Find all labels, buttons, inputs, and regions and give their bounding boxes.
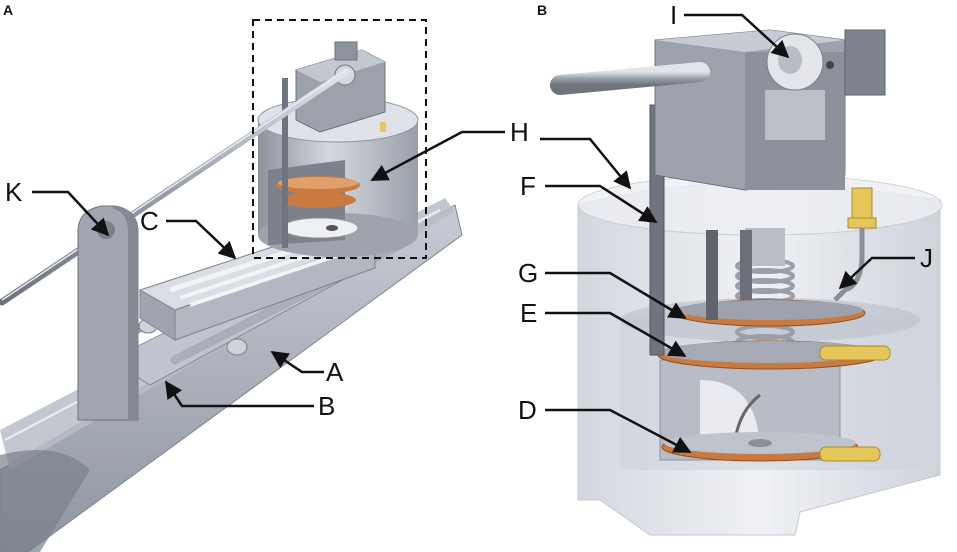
rod-a [0,68,350,306]
leader-e [545,311,687,358]
brass-pins [819,345,891,462]
label-e: E [520,298,537,328]
leader-h-a [370,130,505,182]
leader-f [545,184,658,224]
label-b: B [318,391,335,421]
label-k: K [5,177,23,207]
label-c: C [140,206,159,236]
label-j: J [920,243,933,273]
label-a: A [326,357,344,387]
leader-j [838,256,915,290]
label-f: F [520,171,536,201]
leader-h-b [540,137,632,190]
panel-a-illustration [0,19,463,552]
leader-c [166,219,237,260]
leader-g [545,271,687,320]
label-d: D [518,395,537,425]
leader-a-label [270,350,324,374]
leader-d [545,408,692,454]
label-i: I [670,0,677,30]
label-g: G [518,258,538,288]
leader-b-label [164,380,314,408]
leader-lines [32,13,915,454]
leader-i [684,13,790,59]
panel-label-b: B [537,2,547,18]
highlight-box [252,19,427,259]
leader-k [32,190,110,237]
panel-b-illustration [550,29,943,536]
rod-b [550,62,710,95]
panel-label-a: A [3,2,13,18]
label-h-a: H [510,117,529,147]
